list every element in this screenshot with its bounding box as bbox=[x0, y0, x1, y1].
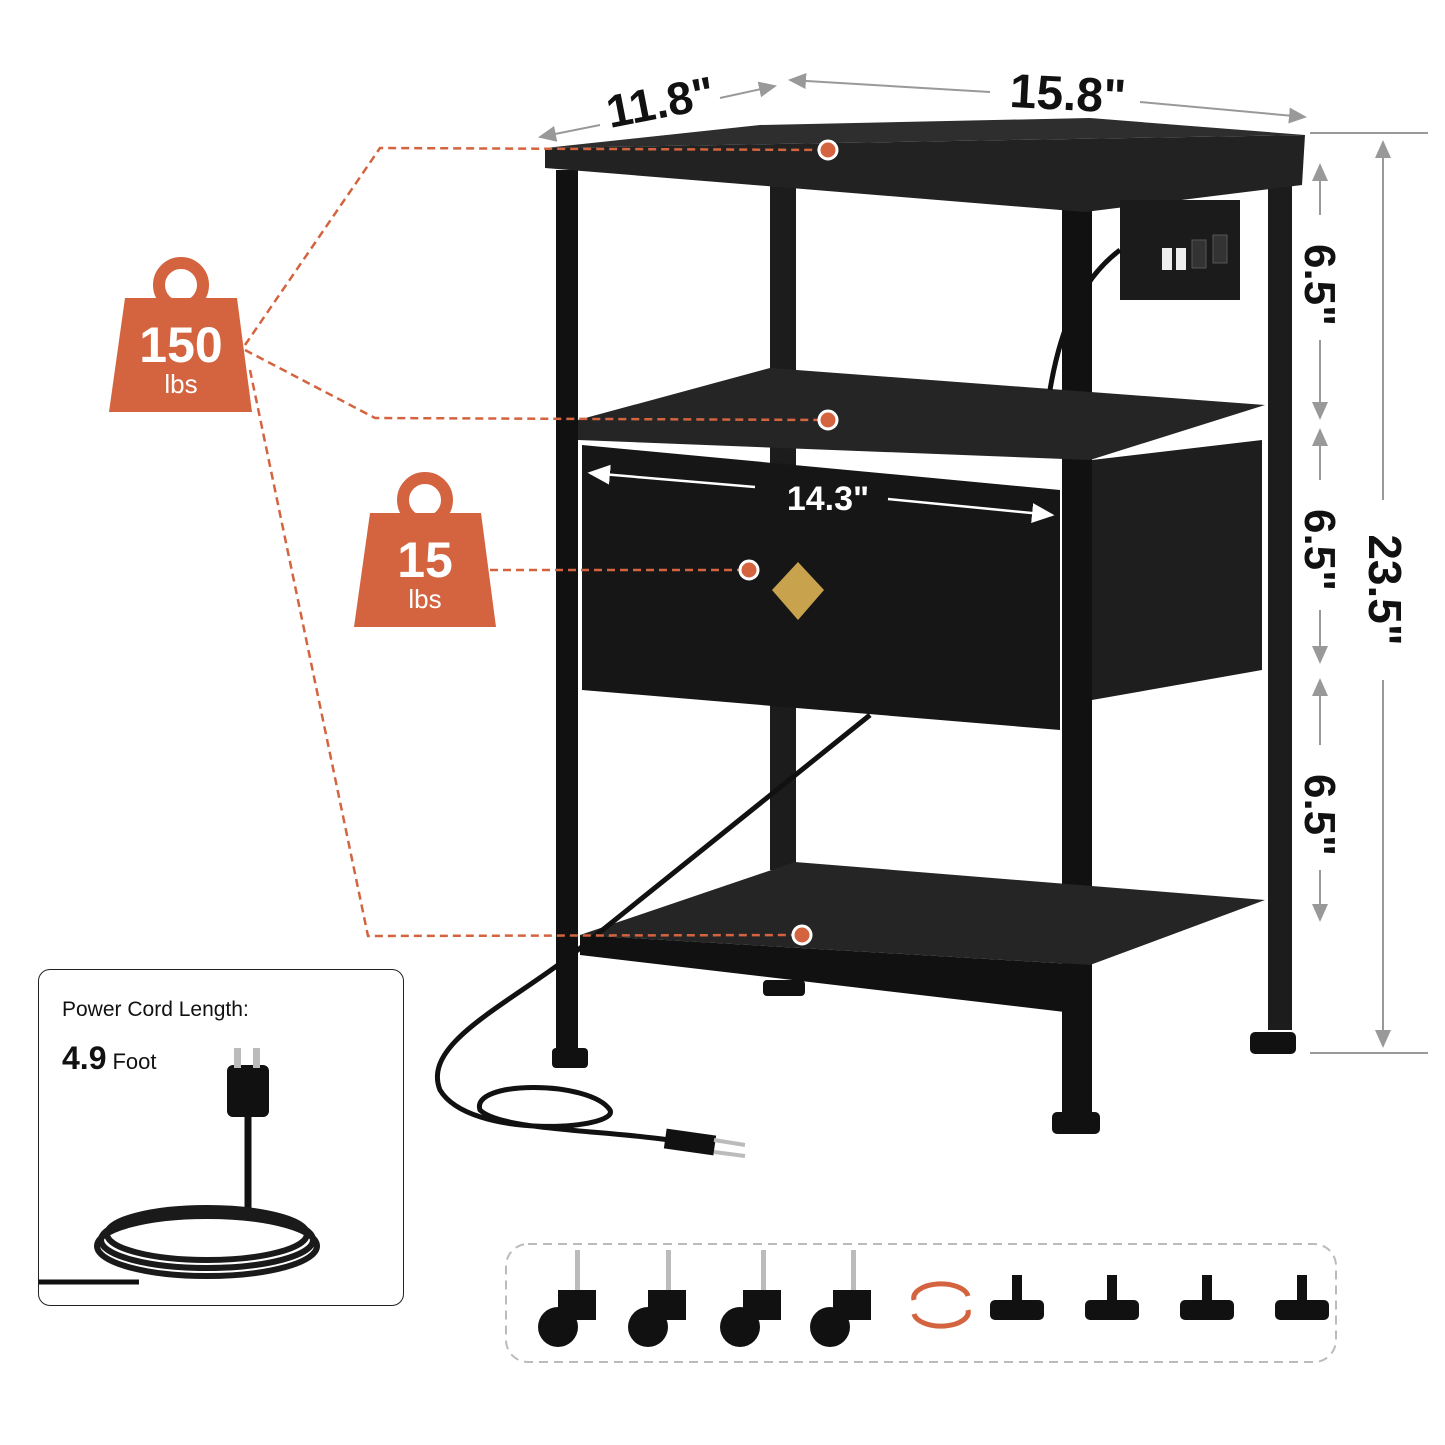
width-label: 15.8" bbox=[1008, 65, 1127, 124]
caster-wheels bbox=[538, 1250, 871, 1347]
weight-leader-lines bbox=[243, 146, 829, 938]
tier-top-label: 6.5" bbox=[1295, 244, 1344, 326]
weight-icon-150: 150 lbs bbox=[109, 257, 252, 412]
leveling-feet bbox=[990, 1275, 1329, 1320]
svg-text:lbs: lbs bbox=[408, 584, 441, 614]
nightstand bbox=[435, 118, 1305, 1158]
coiled-cord-icon bbox=[39, 1048, 320, 1285]
power-cord-value: 4.9 bbox=[62, 1040, 107, 1076]
accessory-box bbox=[505, 1243, 1337, 1363]
dimension-lines bbox=[538, 72, 1428, 1054]
svg-text:150: 150 bbox=[139, 317, 222, 373]
drawer-knob bbox=[772, 562, 824, 620]
svg-text:15: 15 bbox=[397, 532, 453, 588]
power-cord-title: Power Cord Length: bbox=[62, 998, 249, 1021]
depth-label: 11.8" bbox=[602, 66, 719, 138]
power-cord-unit: Foot bbox=[112, 1049, 157, 1074]
swap-arrows-icon bbox=[911, 1281, 971, 1329]
tier-middle-label: 6.5" bbox=[1295, 509, 1344, 591]
drawer-width-label: 14.3" bbox=[787, 480, 869, 518]
weight-icon-15: 15 lbs bbox=[354, 472, 496, 627]
weight-points bbox=[738, 139, 839, 946]
svg-text:lbs: lbs bbox=[164, 369, 197, 399]
tier-bottom-label: 6.5" bbox=[1295, 774, 1344, 856]
total-height-label: 23.5" bbox=[1359, 534, 1411, 645]
